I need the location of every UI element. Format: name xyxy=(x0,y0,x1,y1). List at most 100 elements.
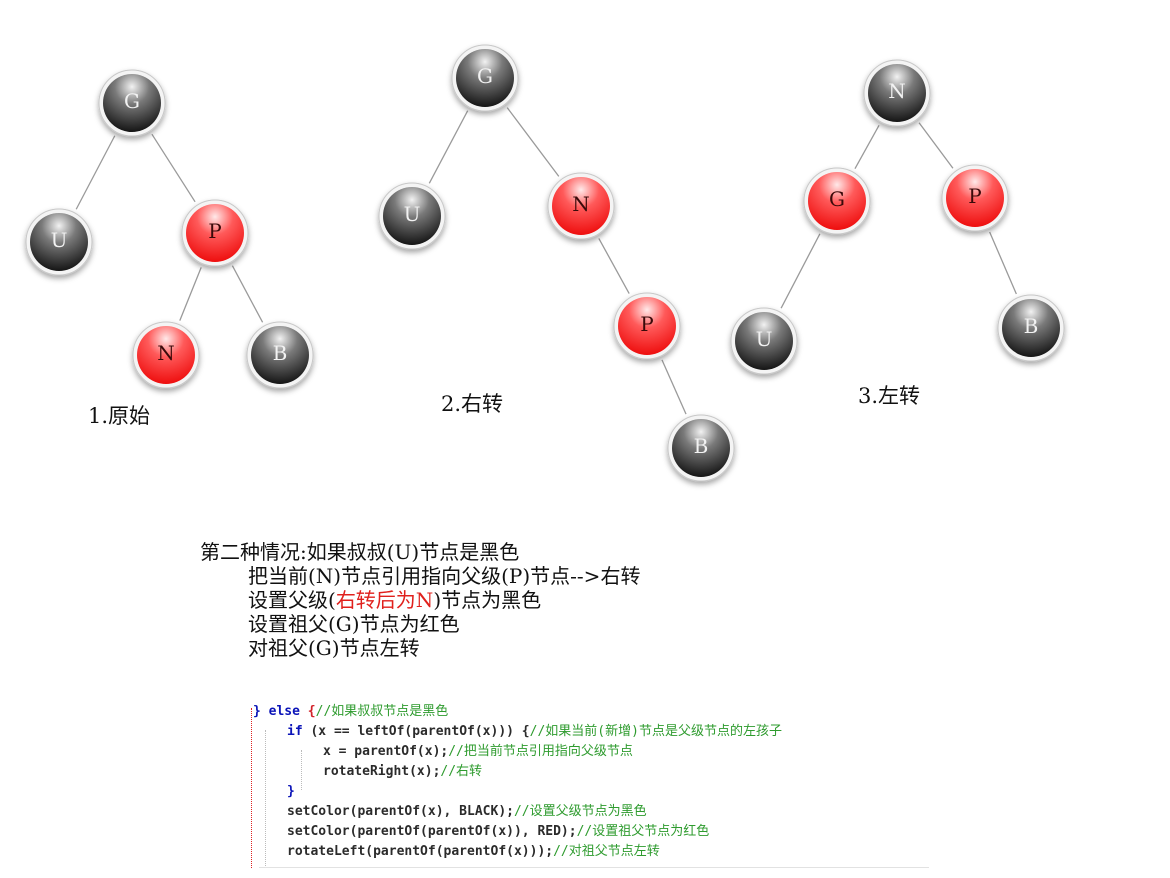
tree-edge xyxy=(780,233,821,309)
code-line: } xyxy=(287,782,295,802)
node-label: B xyxy=(273,341,288,365)
black-node-u: U xyxy=(25,208,93,276)
code-comment: //对祖父节点左转 xyxy=(553,844,660,859)
case-title: 第二种情况:如果叔叔(U)节点是黑色 xyxy=(200,540,520,564)
black-node-u: U xyxy=(730,307,798,375)
code-comment: //右转 xyxy=(440,764,483,779)
node-label: P xyxy=(640,312,653,336)
code-line: if (x == leftOf(parentOf(x))) {//如果当前(新增… xyxy=(287,722,782,742)
node-label: N xyxy=(888,79,906,103)
black-node-b: B xyxy=(246,321,314,389)
step-set-grandparent-red: 设置祖父(G)节点为红色 xyxy=(248,612,460,636)
code-keyword: else xyxy=(268,704,300,719)
code-text: } xyxy=(253,704,269,719)
code-line: rotateLeft(parentOf(parentOf(x)));//对祖父节… xyxy=(287,842,660,862)
node-label: B xyxy=(694,434,709,458)
node-label: G xyxy=(477,64,493,88)
red-node-p: P xyxy=(181,199,249,267)
node-circle xyxy=(186,204,244,262)
node-circle xyxy=(618,297,676,355)
node-circle xyxy=(456,49,514,107)
node-circle xyxy=(735,312,793,370)
tree-edge xyxy=(661,359,687,415)
code-comment: //如果当前(新增)节点是父级节点的左孩子 xyxy=(529,724,782,739)
code-keyword: if xyxy=(287,724,303,739)
step-text: )节点为黑色 xyxy=(433,588,542,612)
tree-edge xyxy=(75,135,116,210)
code-comment: //设置祖父节点为红色 xyxy=(576,824,710,839)
code-text: rotateRight(x); xyxy=(323,764,441,779)
node-circle xyxy=(808,172,866,230)
code-line: rotateRight(x);//右转 xyxy=(323,762,482,782)
step-text: 设置父级( xyxy=(248,588,336,612)
red-node-p: P xyxy=(613,292,681,360)
tree-edge xyxy=(428,110,469,184)
black-node-g: G xyxy=(98,69,166,137)
black-node-b: B xyxy=(667,414,735,482)
highlight-text: 右转后为N xyxy=(335,588,434,612)
indent-guide xyxy=(301,750,302,790)
indent-guide xyxy=(265,730,266,866)
red-node-n: N xyxy=(547,172,615,240)
code-text: } xyxy=(287,784,295,799)
tree-edge xyxy=(231,265,264,323)
code-text: setColor(parentOf(x), BLACK); xyxy=(287,804,514,819)
code-text: (x == leftOf(parentOf(x))) { xyxy=(302,724,530,739)
tree-2-caption: 2.右转 xyxy=(441,392,504,416)
step-set-parent-black: 设置父级(右转后为N)节点为黑色 xyxy=(200,588,640,612)
node-label: U xyxy=(51,228,68,252)
code-text: setColor(parentOf(parentOf(x)), RED); xyxy=(287,824,577,839)
tree-edge xyxy=(179,267,202,321)
node-circle xyxy=(946,169,1004,227)
black-node-n: N xyxy=(863,59,931,127)
code-gutter xyxy=(251,708,252,868)
code-text: x = parentOf(x); xyxy=(323,744,449,759)
tree-3-caption: 3.左转 xyxy=(858,384,921,408)
node-circle xyxy=(1002,299,1060,357)
code-comment: //把当前节点引用指向父级节点 xyxy=(448,744,633,759)
code-line: setColor(parentOf(x), BLACK);//设置父级节点为黑色 xyxy=(287,802,647,822)
node-label: B xyxy=(1024,314,1039,338)
case-description: 第二种情况:如果叔叔(U)节点是黑色 把当前(N)节点引用指向父级(P)节点--… xyxy=(200,540,640,660)
black-node-g: G xyxy=(451,44,519,112)
node-label: P xyxy=(968,184,981,208)
code-snippet: } else {//如果叔叔节点是黑色 if (x == leftOf(pare… xyxy=(245,700,930,868)
tree-1-caption: 1.原始 xyxy=(88,404,151,428)
red-node-p: P xyxy=(941,164,1009,232)
node-label: G xyxy=(829,187,845,211)
node-circle xyxy=(30,213,88,271)
node-circle xyxy=(383,187,441,245)
black-node-u: U xyxy=(378,182,446,250)
tree-edge xyxy=(506,107,560,177)
code-line: setColor(parentOf(parentOf(x)), RED);//设… xyxy=(287,822,709,842)
node-circle xyxy=(552,177,610,235)
tree-diagrams: G U P N B G U N P B N G P U B xyxy=(25,44,1065,482)
tree-edge xyxy=(151,133,196,203)
step-rotate-right: 把当前(N)节点引用指向父级(P)节点-->右转 xyxy=(248,564,641,588)
tree-edge xyxy=(918,122,954,169)
tree-edge xyxy=(989,231,1017,295)
node-circle xyxy=(103,74,161,132)
node-circle xyxy=(672,419,730,477)
node-label: P xyxy=(208,219,221,243)
node-label: N xyxy=(572,192,590,216)
step-rotate-left: 对祖父(G)节点左转 xyxy=(248,636,420,660)
red-node-n: N xyxy=(132,321,200,389)
node-label: G xyxy=(124,89,140,113)
code-comment: //设置父级节点为黑色 xyxy=(513,804,647,819)
node-circle xyxy=(868,64,926,122)
red-node-g: G xyxy=(803,167,871,235)
black-node-b: B xyxy=(997,294,1065,362)
code-line: } else {//如果叔叔节点是黑色 xyxy=(253,702,448,722)
tree-edge xyxy=(598,238,630,294)
node-circle xyxy=(251,326,309,384)
tree-edge xyxy=(854,125,880,169)
node-label: U xyxy=(404,202,421,226)
code-text: { xyxy=(299,704,316,719)
node-label: U xyxy=(756,327,773,351)
code-text: rotateLeft(parentOf(parentOf(x))); xyxy=(287,844,554,859)
code-comment: //如果叔叔节点是黑色 xyxy=(315,704,449,719)
node-circle xyxy=(137,326,195,384)
node-label: N xyxy=(157,341,175,365)
code-line: x = parentOf(x);//把当前节点引用指向父级节点 xyxy=(323,742,633,762)
